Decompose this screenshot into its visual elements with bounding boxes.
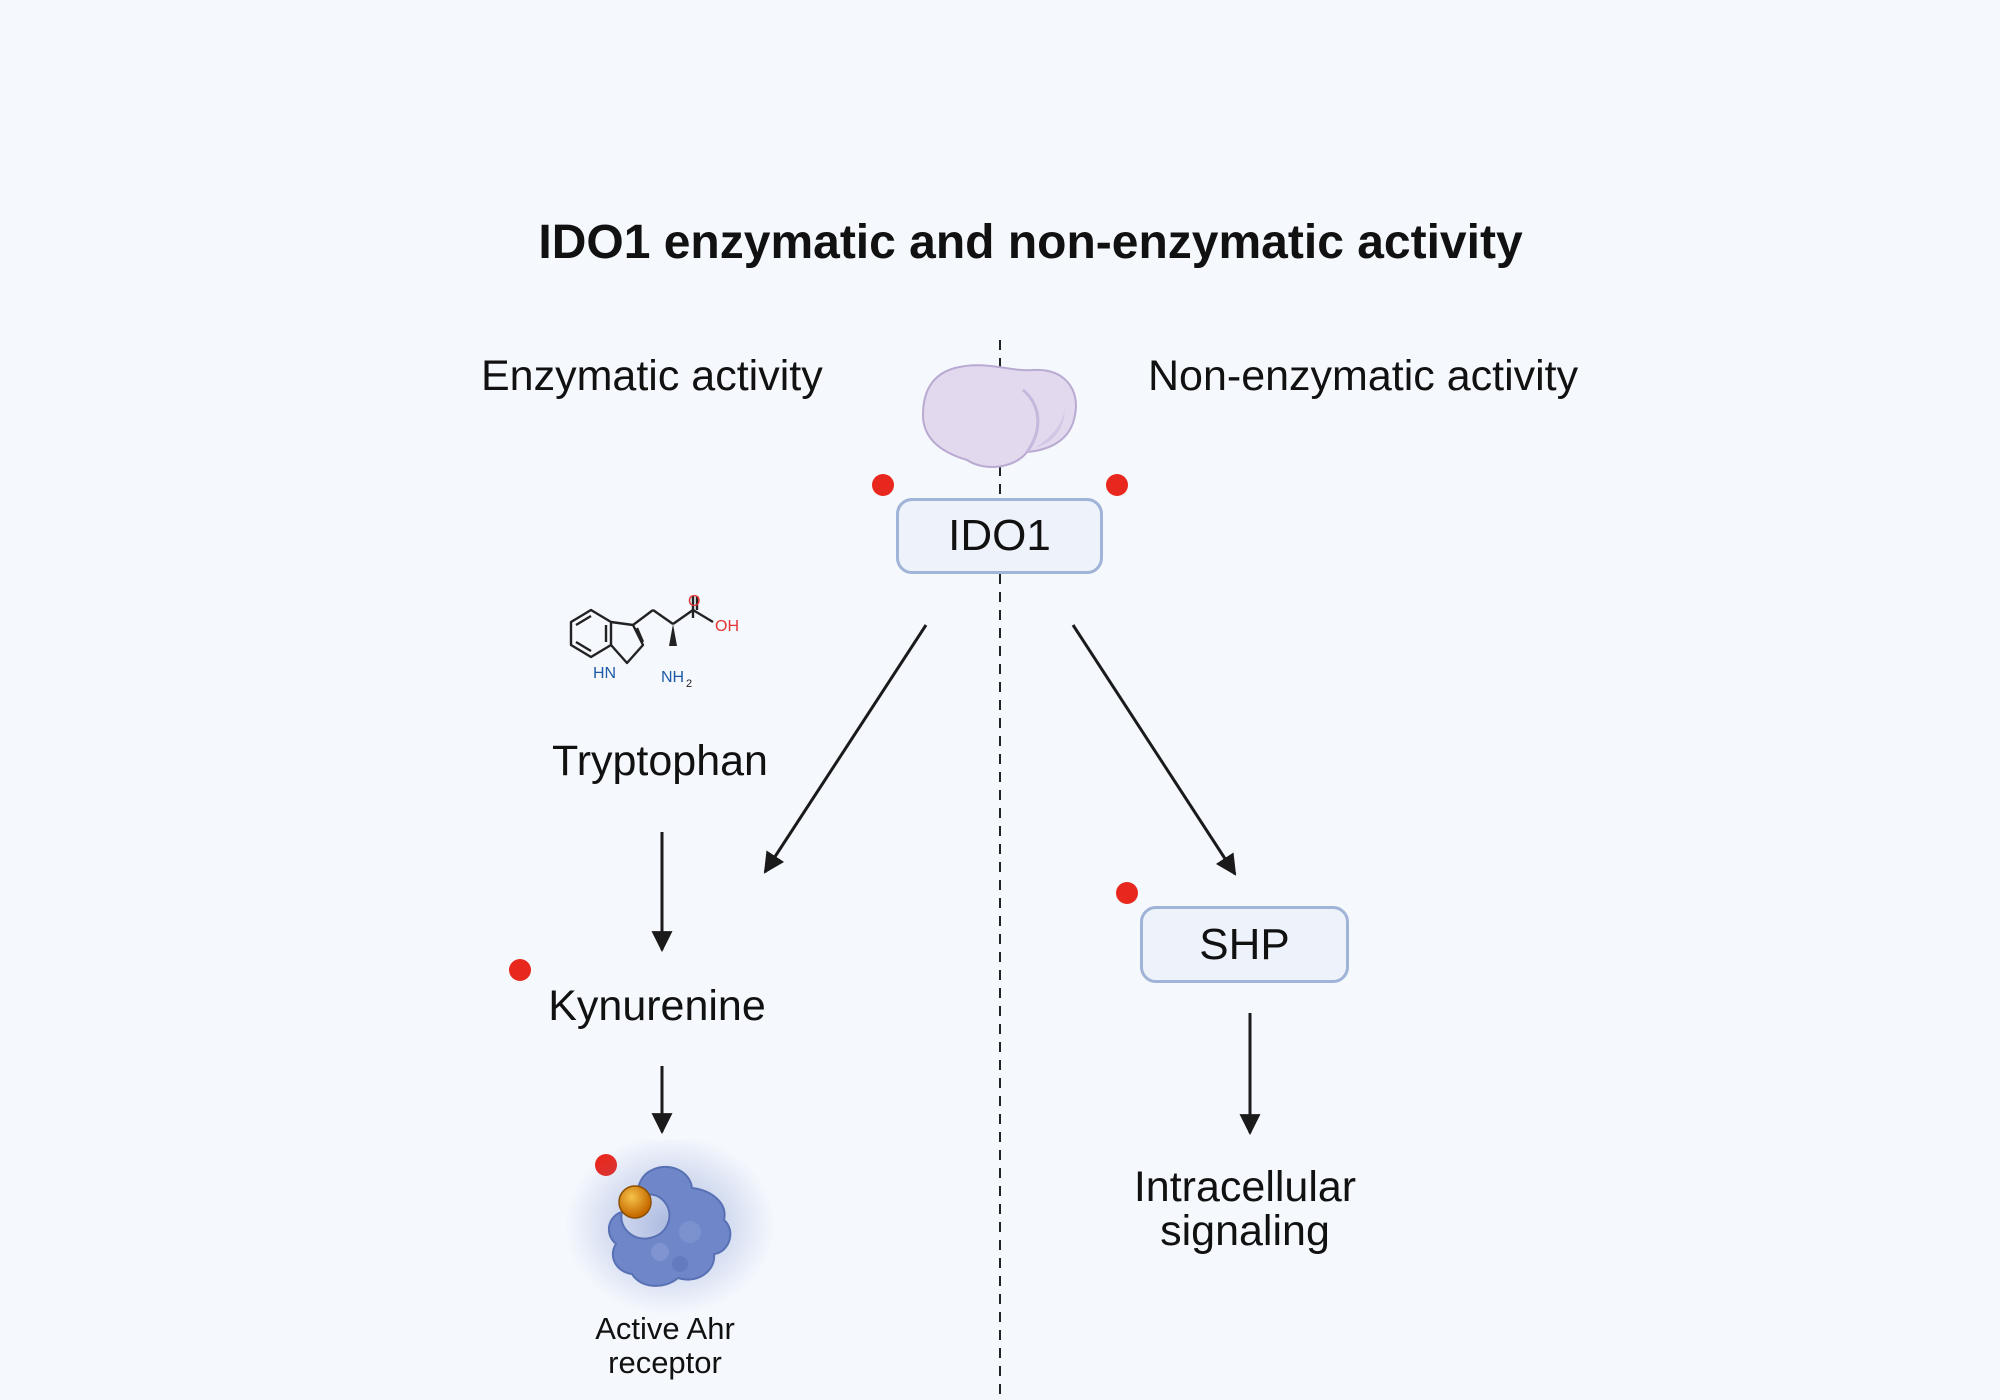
signaling-label-line2: signaling — [1160, 1207, 1330, 1255]
ahr-receptor-label-line1: Active Ahr — [595, 1311, 735, 1346]
ahr-receptor-label-line2: receptor — [608, 1345, 722, 1380]
tryptophan-label: Tryptophan — [552, 737, 768, 785]
ido1-node: IDO1 — [896, 498, 1103, 574]
molecule-hydroxyl-label: OH — [715, 618, 739, 635]
ido1-left-marker-dot — [872, 474, 894, 496]
molecule-subscript-label: 2 — [686, 678, 692, 690]
shp-node: SHP — [1140, 906, 1349, 983]
kynurenine-label: Kynurenine — [548, 982, 766, 1030]
arrow-ido1-to-shp — [1071, 624, 1237, 876]
molecule-hn-label: HN — [593, 665, 616, 682]
molecule-oxygen-label: O — [688, 593, 700, 610]
tryptophan-structure-icon: O OH HN NH 2 — [569, 593, 739, 690]
ahr-receptor-label: Active Ahr receptor — [565, 1312, 765, 1380]
non-enzymatic-section-label: Non-enzymatic activity — [1148, 352, 1579, 400]
ido1-protein-icon — [921, 364, 1077, 468]
enzymatic-section-label: Enzymatic activity — [481, 352, 823, 400]
shp-marker-dot — [1116, 882, 1138, 904]
diagram-title: IDO1 enzymatic and non-enzymatic activit… — [538, 216, 1523, 269]
arrow-ido1-to-kynurenine — [763, 624, 928, 874]
ido1-right-marker-dot — [1106, 474, 1128, 496]
kynurenine-marker-dot — [509, 959, 531, 981]
ahr-receptor-icon — [565, 1140, 775, 1315]
intracellular-signaling-label: Intracellular signaling — [1100, 1165, 1390, 1253]
molecule-nh-label: NH — [661, 669, 684, 686]
signaling-label-line1: Intracellular — [1133, 1163, 1357, 1211]
